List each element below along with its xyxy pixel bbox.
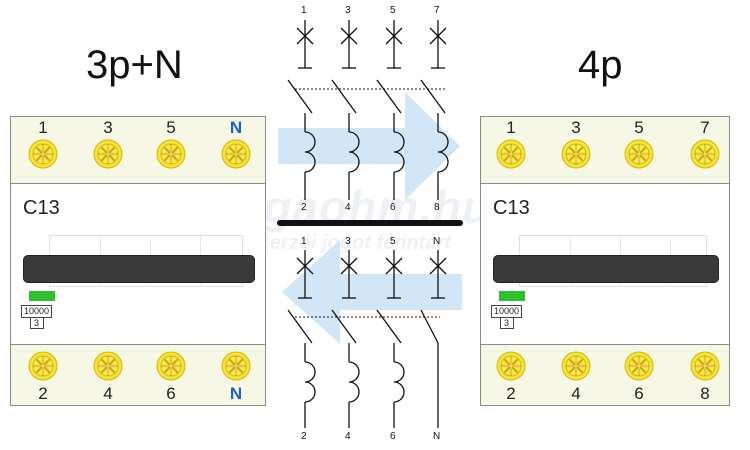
switch-handle[interactable]: [23, 255, 255, 283]
bottom-terminal-label: 4: [103, 384, 113, 403]
bottom-terminal-label: 2: [506, 384, 516, 403]
top-terminal-label: 5: [166, 118, 176, 137]
breaking-capacity-value: 10000: [21, 305, 53, 318]
breaking-capacity-value: 10000: [491, 305, 523, 318]
bottom-terminal-strip: 2 4 6 8: [481, 344, 729, 405]
energy-class-value: 3: [29, 318, 44, 329]
energy-class-value: 3: [499, 318, 514, 329]
top-terminal-label: 1: [506, 118, 516, 137]
breaking-capacity-label: 10000 3: [491, 305, 523, 329]
status-indicator: [29, 291, 55, 301]
switch-handle[interactable]: [493, 255, 719, 283]
status-indicator: [499, 291, 525, 301]
bottom-terminal-label: 6: [166, 384, 176, 403]
bottom-terminal-label: 8: [700, 384, 710, 403]
top-terminal-label: 3: [103, 118, 113, 137]
title-3p-n: 3p+N: [86, 43, 183, 87]
schematic-bottom: [287, 250, 447, 428]
schematic-top: [287, 20, 449, 200]
arrow-right-icon: [278, 92, 460, 200]
breaker-4p: 1 3 5 7 C13 10000 3 2 4 6 8: [480, 116, 730, 406]
top-terminal-strip: 1 3 5 N: [11, 117, 265, 184]
bottom-terminal-strip: 2 4 6 N: [11, 344, 265, 405]
top-terminal-label: 3: [571, 118, 581, 137]
top-terminal-label: 7: [700, 118, 710, 137]
top-terminal-label: 1: [38, 118, 48, 137]
rating-label: C13: [23, 197, 60, 219]
breaker-3p-n: 1 3 5 N C13 10000 3 2 4 6 N: [10, 116, 266, 406]
bottom-terminal-label: 2: [38, 384, 48, 403]
bottom-terminal-label: 4: [571, 384, 581, 403]
bottom-terminal-label: 6: [634, 384, 644, 403]
arrow-left-icon: [282, 240, 462, 344]
title-4p: 4p: [578, 43, 623, 87]
top-terminal-strip: 1 3 5 7: [481, 117, 729, 184]
top-terminal-label-neutral: N: [229, 118, 243, 137]
bottom-terminal-label-neutral: N: [229, 384, 243, 403]
rating-label: C13: [493, 197, 530, 219]
breaking-capacity-label: 10000 3: [21, 305, 53, 329]
top-terminal-label: 5: [634, 118, 644, 137]
